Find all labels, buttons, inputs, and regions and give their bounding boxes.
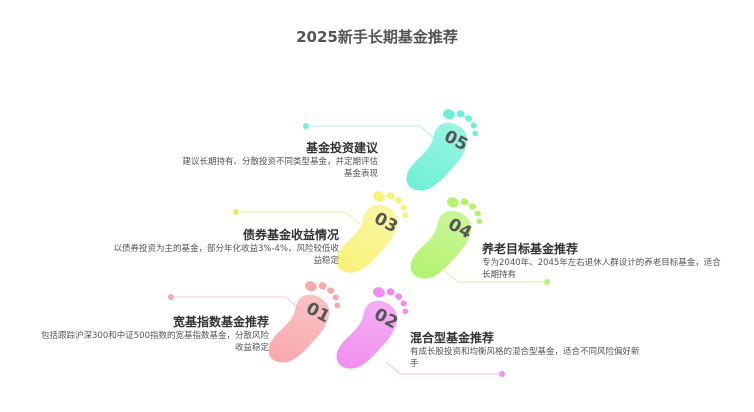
step-05-desc: 建议长期持有、分散投资不同类型基金，并定期评估基金表现 — [182, 157, 378, 179]
footprint-01-icon: 01 — [268, 281, 341, 363]
step-02-label: 混合型基金推荐 — [410, 331, 495, 345]
step-01-desc: 包括跟踪沪深300和中证500指数的宽基指数基金，分散风险收益稳定 — [41, 331, 269, 353]
step-04-desc: 专为2040年、2045年左右退休人群设计的养老目标基金，适合长期持有 — [482, 258, 721, 280]
step-03-label: 债券基金收益情况 — [242, 228, 339, 242]
footprint-02-icon: 02 — [336, 287, 409, 369]
connector-02 — [385, 361, 505, 377]
footprint-05-icon: 05 — [406, 109, 479, 191]
step-03-desc: 以债券投资为主的基金，部分年化收益3%-4%，风险较低收益稳定 — [113, 244, 339, 266]
step-05-label: 基金投资建议 — [305, 141, 378, 155]
step-02-desc: 有成长股投资和均衡风格的混合型基金，适合不同风险偏好新手 — [410, 347, 640, 369]
step-01-label: 宽基指数基金推荐 — [172, 315, 269, 329]
page-title: 2025新手长期基金推荐 — [296, 28, 458, 46]
step-04-label: 养老目标基金推荐 — [482, 242, 579, 256]
connector-04 — [443, 269, 550, 285]
connector-03 — [233, 209, 361, 225]
footprint-04-icon: 04 — [410, 197, 483, 279]
connector-01 — [168, 294, 301, 311]
connector-05 — [303, 123, 435, 139]
footprint-03-icon: 03 — [336, 191, 409, 273]
